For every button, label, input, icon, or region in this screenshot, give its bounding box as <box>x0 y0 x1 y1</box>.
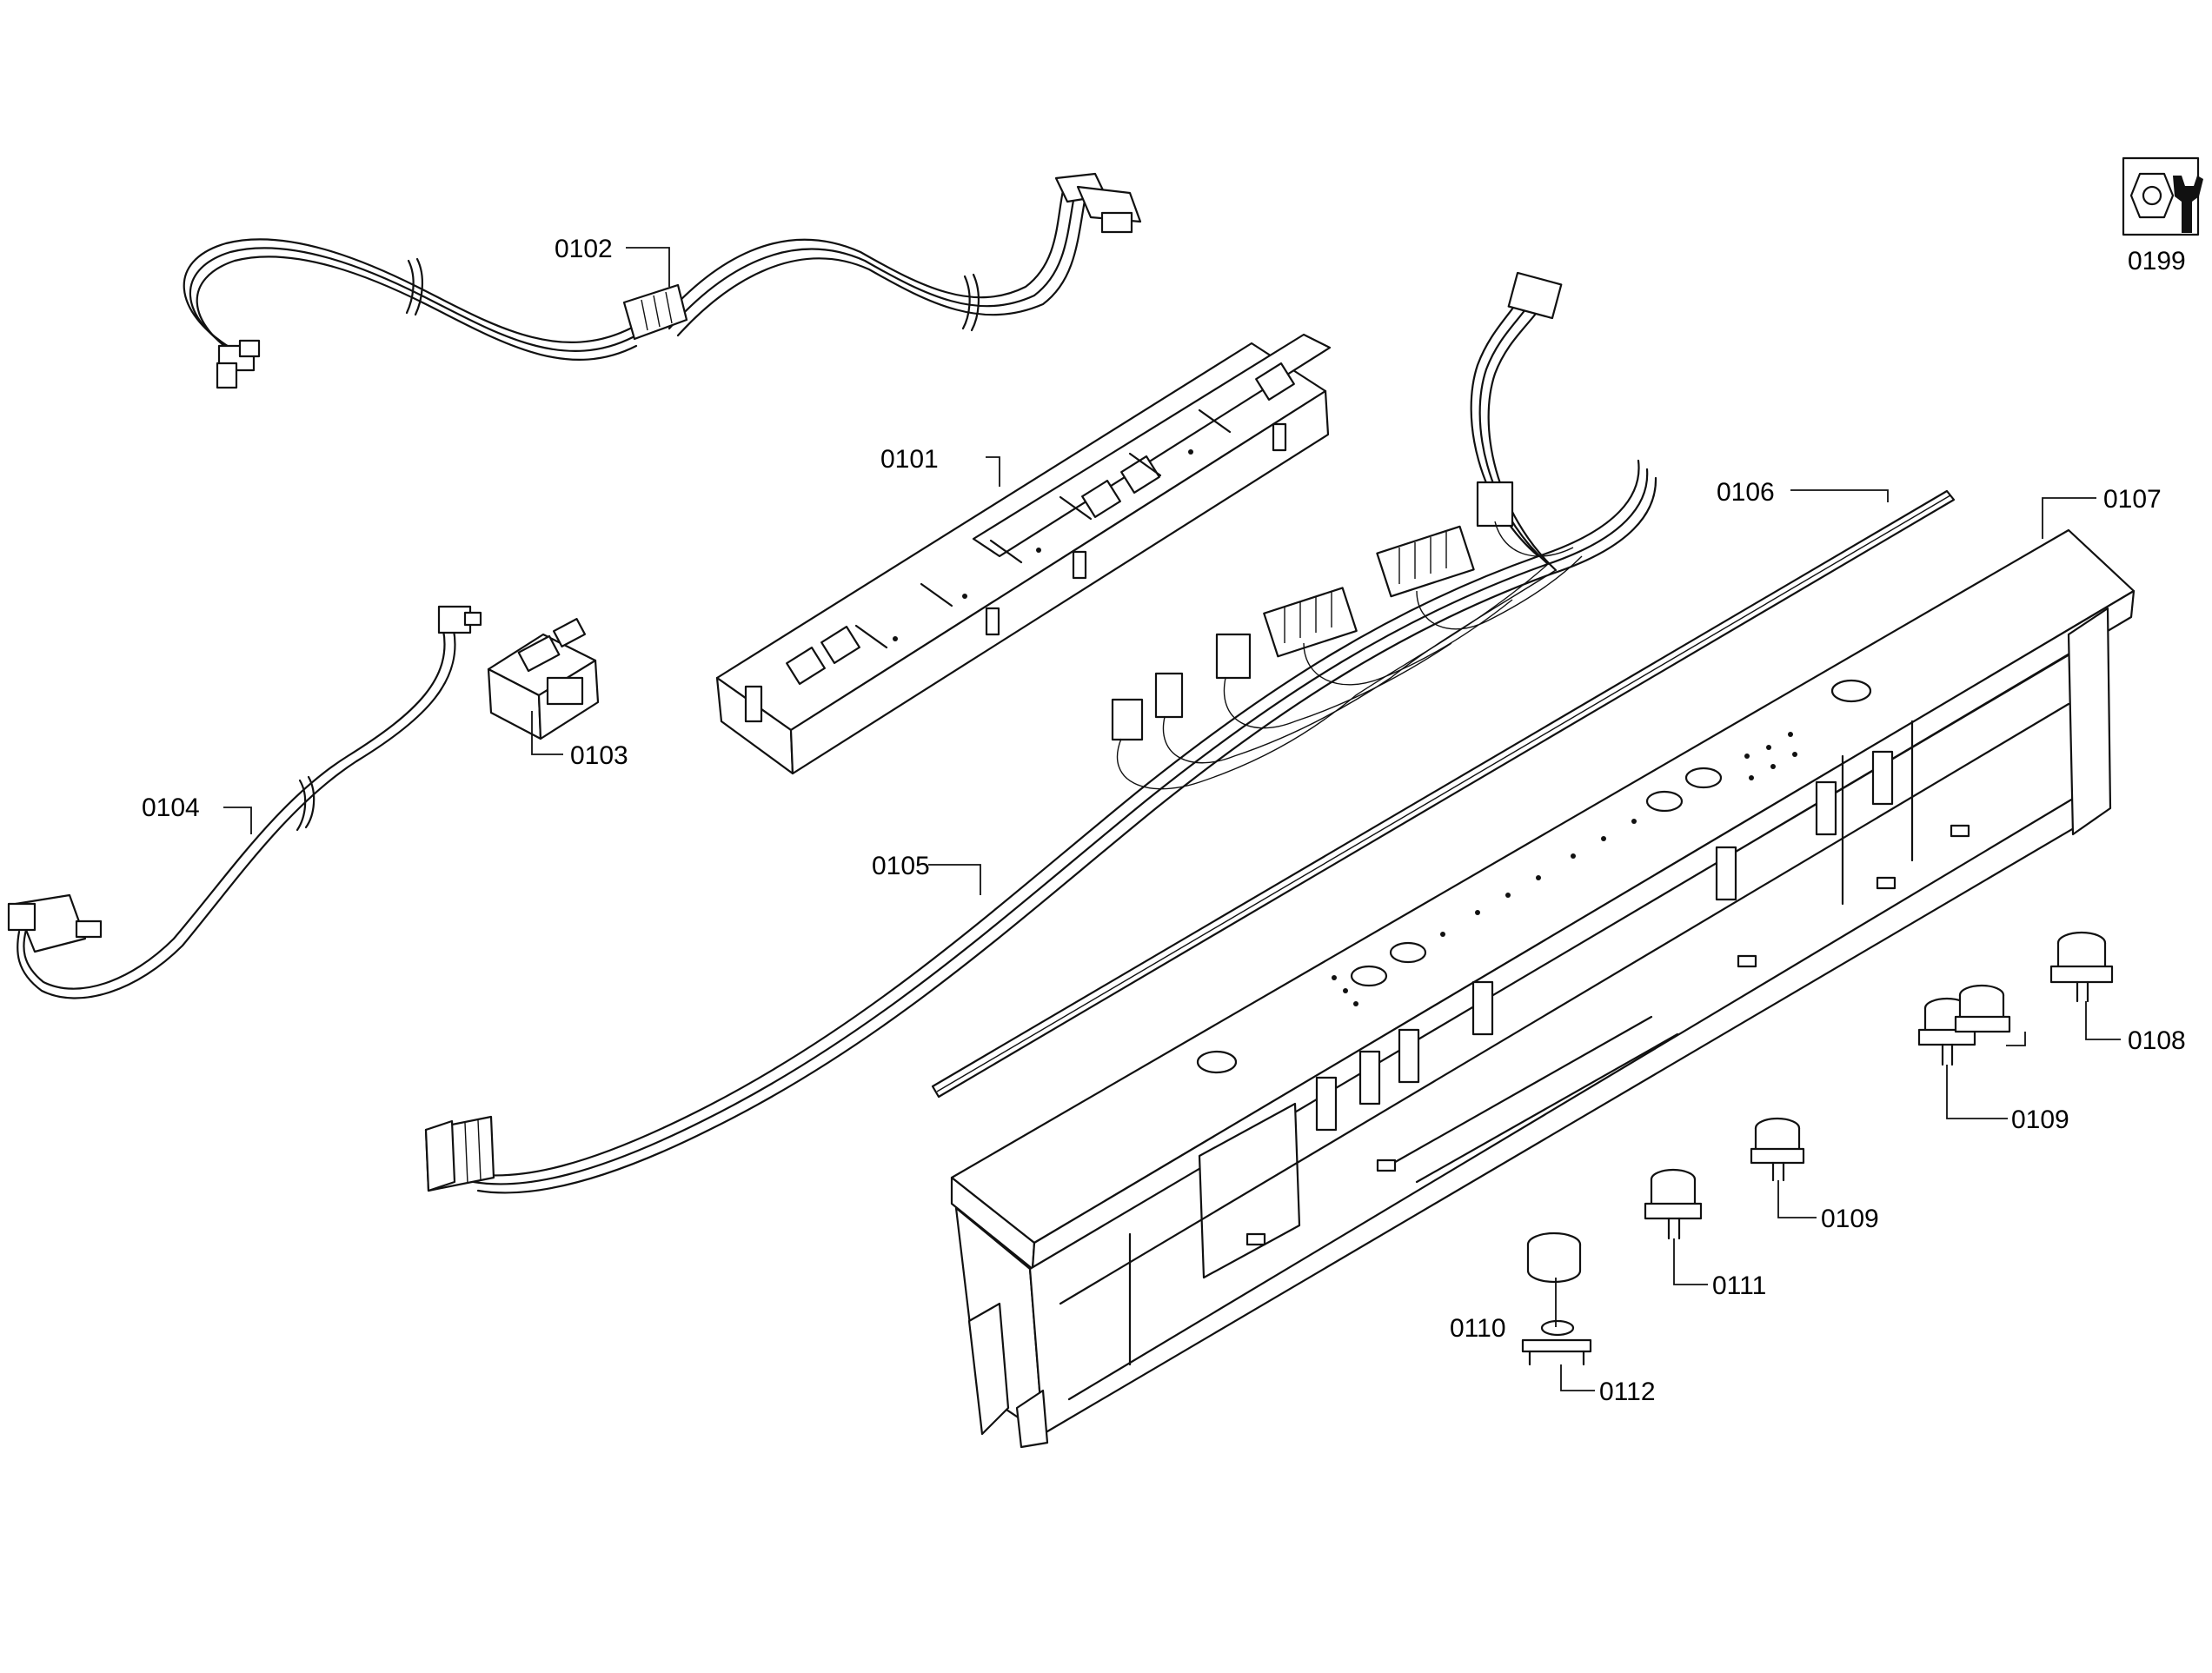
part-0102-wire-harness <box>183 172 1142 389</box>
callout-0199: 0199 <box>2128 247 2186 276</box>
callout-0110: 0110 <box>1450 1314 1506 1343</box>
part-0101-control-module <box>715 333 1332 775</box>
callout-labels: 0101 0102 0103 0104 0105 0106 0107 0108 … <box>142 235 2186 1406</box>
part-0110-button-cap <box>1526 1232 1582 1284</box>
part-0109-button-pair <box>1917 984 2011 1066</box>
callout-0109-upper: 0109 <box>2011 1105 2069 1134</box>
callout-0104: 0104 <box>142 793 200 822</box>
callout-0101: 0101 <box>880 445 939 474</box>
part-0112-spring-clip <box>1521 1319 1592 1366</box>
callout-0106: 0106 <box>1717 478 1775 507</box>
leader-lines <box>223 247 2121 1391</box>
part-0103-small-module <box>487 618 600 740</box>
part-0107-fascia-panel <box>950 528 2136 1449</box>
callout-0103: 0103 <box>570 741 628 770</box>
callout-0109-lower: 0109 <box>1821 1205 1879 1233</box>
wrench-nut-icon <box>2122 156 2203 236</box>
callout-0108: 0108 <box>2128 1026 2186 1055</box>
callout-0105: 0105 <box>872 852 930 880</box>
part-0104-cable <box>7 605 482 999</box>
callout-0112: 0112 <box>1599 1378 1656 1406</box>
part-0111-button <box>1644 1168 1703 1240</box>
part-0109-button-single <box>1750 1117 1805 1182</box>
part-0108-button <box>2049 931 2114 1003</box>
part-0106-seal-strip <box>931 489 1956 1099</box>
callout-0107: 0107 <box>2103 485 2162 514</box>
part-0105-ribbon-harness <box>424 271 1657 1194</box>
callout-0102: 0102 <box>555 235 613 263</box>
callout-0111: 0111 <box>1712 1271 1766 1300</box>
